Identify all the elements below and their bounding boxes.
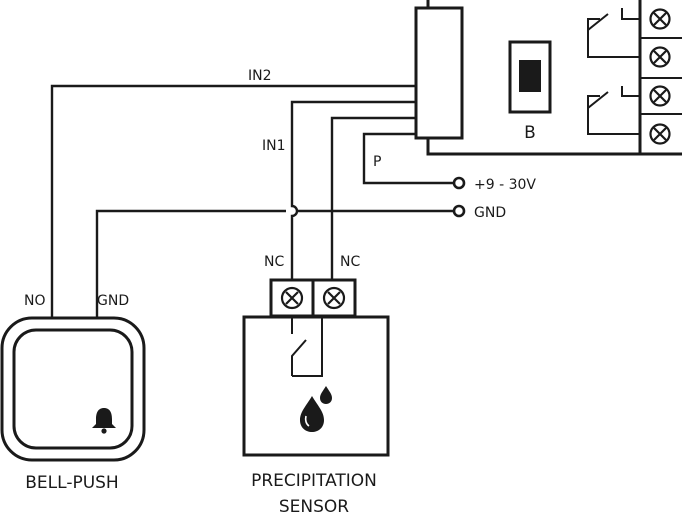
power-terminal-node <box>452 176 466 190</box>
wire-power <box>362 132 454 185</box>
bell-push-inner <box>12 328 134 450</box>
label-in1: IN1 <box>262 138 286 154</box>
label-sensor-line1: PRECIPITATION <box>251 471 377 491</box>
label-bell-no: NO <box>24 293 46 309</box>
label-nc-right: NC <box>340 254 360 270</box>
wire-in1 <box>290 100 416 280</box>
screw-terminal-icon <box>649 85 671 107</box>
dip-switch-knob <box>519 60 541 92</box>
controller-module: B <box>414 0 682 156</box>
label-nc-left: NC <box>264 254 284 270</box>
precipitation-sensor: NC NC <box>242 254 390 457</box>
wire-sensor-return <box>330 116 416 280</box>
relay-contact-2 <box>587 86 640 135</box>
screw-terminal-icon <box>322 286 346 310</box>
label-in2: IN2 <box>248 68 272 84</box>
relay-contact-1 <box>587 8 640 58</box>
label-bell-push: BELL-PUSH <box>25 473 118 493</box>
bell-push <box>0 316 146 462</box>
sensor-body <box>242 315 390 457</box>
screw-terminal-icon <box>280 286 304 310</box>
label-bell-gnd: GND <box>97 293 129 309</box>
bell-icon <box>92 408 116 434</box>
screw-terminal-icon <box>649 8 671 30</box>
screw-terminal-icon <box>649 46 671 68</box>
label-gnd-terminal: GND <box>474 205 506 221</box>
gnd-terminal-node <box>452 204 466 218</box>
label-power: +9 - 30V <box>474 177 536 193</box>
wire-in2 <box>50 84 416 318</box>
wire-gnd <box>95 209 454 318</box>
label-p: P <box>373 154 381 170</box>
sensor-switch <box>291 316 323 377</box>
label-sensor-line2: SENSOR <box>279 497 349 517</box>
switch-b-label: B <box>524 123 536 143</box>
water-drops-icon <box>300 386 332 432</box>
controller-connector <box>414 6 464 140</box>
screw-terminal-icon <box>649 123 671 145</box>
